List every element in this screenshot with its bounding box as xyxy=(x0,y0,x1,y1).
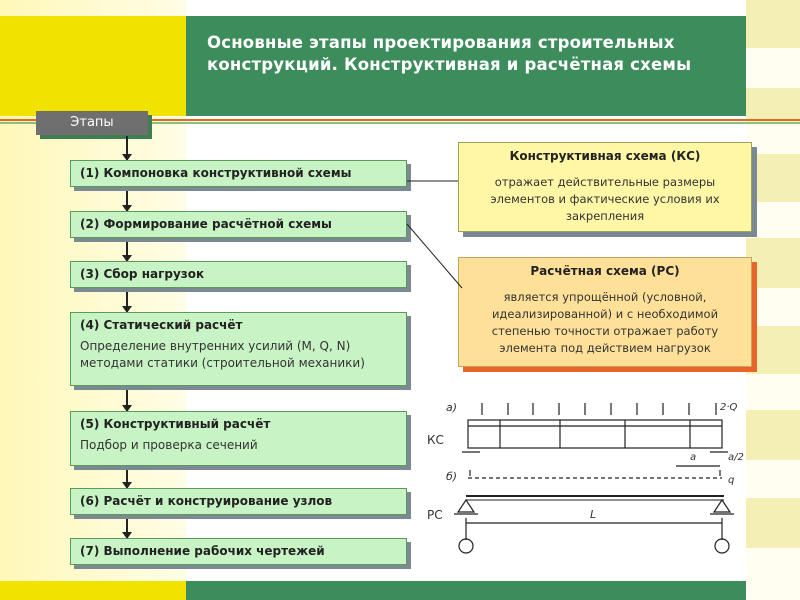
stages-label: Этапы xyxy=(36,111,148,135)
span-label: L xyxy=(590,508,597,521)
step-4: (4) Статический расчёт Определение внутр… xyxy=(70,312,407,386)
step-2: (2) Формирование расчётной схемы xyxy=(70,211,407,238)
footer-yellow-block xyxy=(0,581,186,600)
step-description: Определение внутренних усилий (M, Q, N) … xyxy=(80,339,365,370)
dim-a-label: a xyxy=(690,452,697,463)
deco-stripe xyxy=(746,410,800,460)
step-title: (5) Конструктивный расчёт xyxy=(80,417,271,431)
connector-step2-rs xyxy=(406,223,463,289)
header-yellow-block xyxy=(0,16,186,116)
footer-green-block xyxy=(186,581,746,600)
page-title: Основные этапы проектирования строительн… xyxy=(207,33,692,74)
step-title: (4) Статический расчёт xyxy=(80,318,243,332)
q-label: q xyxy=(728,475,735,486)
drawing-mark-a: а) xyxy=(446,401,458,414)
flow-arrow xyxy=(122,466,132,489)
deco-stripe xyxy=(746,124,800,154)
rs-text: является упрощённой (условной, идеализир… xyxy=(491,290,719,355)
rs-title: Расчётная схема (РС) xyxy=(530,264,680,278)
header-bar xyxy=(186,16,746,116)
hinge-right xyxy=(714,538,730,554)
flow-arrow xyxy=(122,387,132,412)
header-divider-green xyxy=(0,122,800,124)
deco-stripe xyxy=(746,48,800,88)
step-title: (6) Расчёт и конструирование узлов xyxy=(80,494,333,508)
drawing-mark-b: б) xyxy=(446,470,458,483)
load-label: 2·Q xyxy=(720,402,738,413)
step-3: (3) Сбор нагрузок xyxy=(70,261,407,288)
deco-stripe xyxy=(746,154,800,202)
load-arrows xyxy=(481,403,717,415)
step-title: (1) Компоновка конструктивной схемы xyxy=(80,166,352,180)
flow-arrow xyxy=(122,514,132,539)
deco-stripe xyxy=(746,88,800,120)
ks-definition-box: Конструктивная схема (КС) отражает дейст… xyxy=(458,142,752,232)
deco-stripe xyxy=(746,548,800,600)
rs-definition-box: Расчётная схема (РС) является упрощённой… xyxy=(458,257,752,367)
step-title: (2) Формирование расчётной схемы xyxy=(80,217,332,231)
deco-stripe xyxy=(746,0,800,48)
step-1: (1) Компоновка конструктивной схемы xyxy=(70,160,407,187)
step-7: (7) Выполнение рабочих чертежей xyxy=(70,538,407,565)
step-title: (7) Выполнение рабочих чертежей xyxy=(80,544,325,558)
beam-drawing xyxy=(454,403,734,554)
support-left xyxy=(456,498,476,513)
header-divider-red xyxy=(0,119,800,121)
step-5: (5) Конструктивный расчёт Подбор и прове… xyxy=(70,411,407,466)
ks-beam xyxy=(467,419,723,449)
deco-stripe xyxy=(746,288,800,326)
flow-arrow xyxy=(122,238,132,262)
deco-stripe xyxy=(746,238,800,288)
deco-stripe xyxy=(746,460,800,498)
flow-arrow xyxy=(122,188,132,212)
ks-text: отражает действительные размеры элементо… xyxy=(490,175,720,223)
deco-stripe xyxy=(746,202,800,238)
step-6: (6) Расчёт и конструирование узлов xyxy=(70,488,407,515)
rs-drawing-label: РС xyxy=(427,508,443,522)
deco-stripe xyxy=(746,498,800,548)
dim-a2-label: a/2 xyxy=(728,452,744,463)
deco-stripe xyxy=(746,374,800,410)
ks-drawing-label: КС xyxy=(427,433,444,447)
support-right xyxy=(712,498,732,513)
step-title: (3) Сбор нагрузок xyxy=(80,267,205,281)
ks-title: Конструктивная схема (КС) xyxy=(509,149,701,163)
hinge-left xyxy=(458,538,474,554)
flow-arrow xyxy=(122,288,132,313)
flow-arrow xyxy=(122,136,132,161)
deco-stripe xyxy=(746,326,800,374)
step-description: Подбор и проверка сечений xyxy=(80,438,258,452)
